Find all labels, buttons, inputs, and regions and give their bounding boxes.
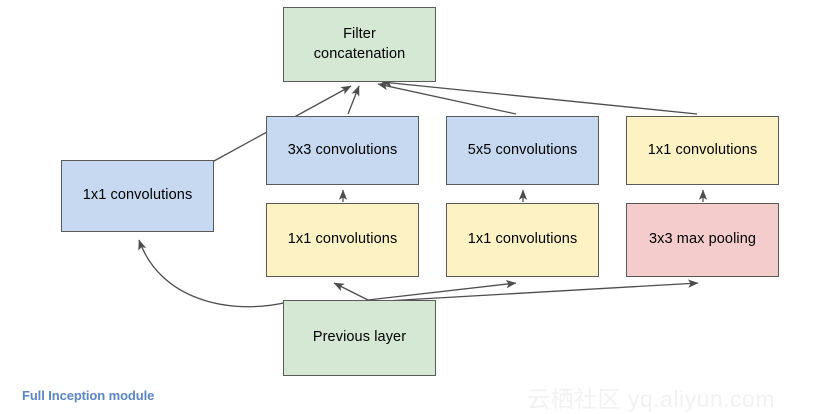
edge-previous-layer-to-branch1-1x1 bbox=[333, 282, 369, 301]
edge-3x3-conv-to-filter-concat bbox=[347, 85, 360, 115]
node-right-1x1-convolutions-label: 1x1 convolutions bbox=[647, 141, 758, 158]
node-filter-concatenation-line1: Filter bbox=[343, 25, 376, 42]
node-filter-concatenation[interactable]: Filter concatenation bbox=[283, 7, 436, 82]
figure-caption: Full Inception module bbox=[22, 388, 155, 403]
edge-right-1x1-to-filter-concat bbox=[381, 78, 698, 115]
edge-previous-layer-to-max-pooling bbox=[367, 279, 699, 303]
edge-previous-layer-to-branch2-1x1 bbox=[367, 279, 517, 301]
edge-5x5-conv-to-filter-concat bbox=[377, 82, 517, 115]
node-3x3-convolutions-label: 3x3 convolutions bbox=[287, 141, 398, 158]
node-branch1-1x1-convolutions-label: 1x1 convolutions bbox=[287, 231, 398, 248]
node-branch2-1x1-convolutions-label: 1x1 convolutions bbox=[467, 231, 578, 248]
node-filter-concatenation-line2: concatenation bbox=[313, 45, 406, 62]
edge-previous-layer-to-left-1x1 bbox=[138, 239, 289, 308]
node-previous-layer[interactable]: Previous layer bbox=[283, 300, 436, 376]
node-right-1x1-convolutions[interactable]: 1x1 convolutions bbox=[626, 116, 779, 185]
node-3x3-max-pooling-label: 3x3 max pooling bbox=[648, 231, 757, 248]
watermark-text: 云栖社区 yq.aliyun.com bbox=[527, 386, 776, 412]
node-3x3-convolutions[interactable]: 3x3 convolutions bbox=[266, 116, 419, 185]
node-branch2-1x1-convolutions[interactable]: 1x1 convolutions bbox=[446, 203, 599, 277]
node-5x5-convolutions-label: 5x5 convolutions bbox=[467, 141, 578, 158]
node-left-1x1-convolutions-label: 1x1 convolutions bbox=[82, 187, 193, 204]
node-5x5-convolutions[interactable]: 5x5 convolutions bbox=[446, 116, 599, 185]
node-previous-layer-label: Previous layer bbox=[312, 329, 407, 346]
node-left-1x1-convolutions[interactable]: 1x1 convolutions bbox=[61, 160, 214, 232]
node-3x3-max-pooling[interactable]: 3x3 max pooling bbox=[626, 203, 779, 277]
node-branch1-1x1-convolutions[interactable]: 1x1 convolutions bbox=[266, 203, 419, 277]
